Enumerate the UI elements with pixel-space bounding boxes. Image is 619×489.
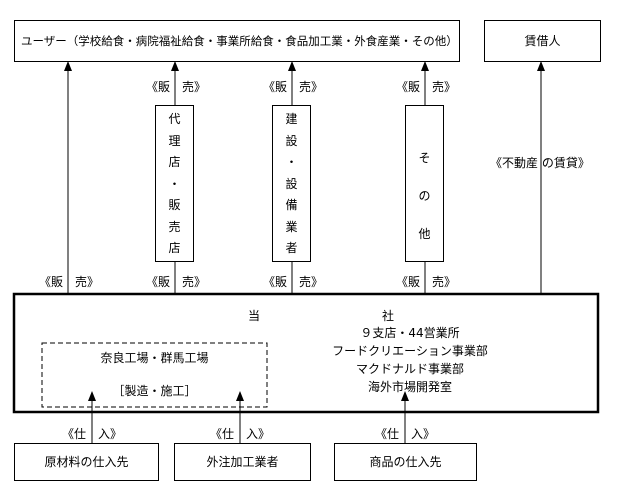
others-box-label: その他 bbox=[418, 151, 431, 241]
mcdonalds-label: マクドナルド事業部 bbox=[355, 362, 464, 376]
lessee-box: 賃借人 bbox=[484, 20, 601, 62]
outsourcing-supplier-box: 外注加工業者 bbox=[174, 443, 311, 481]
sales-label-agents-upper: 《販 売》 bbox=[146, 80, 207, 94]
factories-label: 奈良工場・群馬工場 bbox=[100, 351, 209, 365]
company-title-left: 当 bbox=[248, 309, 261, 323]
sales-label-construction-lower: 《販 売》 bbox=[263, 275, 324, 289]
factory-dashed-box bbox=[41, 342, 268, 408]
arrowheads bbox=[64, 61, 545, 401]
purchase-label-outsourcing: 《仕 入》 bbox=[210, 427, 271, 441]
real-estate-label: 《不動産 の賃貸》 bbox=[490, 156, 590, 170]
sales-label-construction-upper: 《販 売》 bbox=[263, 80, 324, 94]
factories-role-label: ［製造・施工］ bbox=[112, 384, 197, 398]
sales-label-agents-lower: 《販 売》 bbox=[146, 275, 207, 289]
sales-label-direct: 《販 売》 bbox=[39, 275, 100, 289]
users-box: ユーザー（学校給食・病院福祉給食・事業所給食・食品加工業・外食産業・その他） bbox=[14, 20, 460, 62]
company-title-right: 社 bbox=[382, 309, 395, 323]
lessee-box-label: 賃借人 bbox=[524, 34, 561, 48]
sales-label-others-upper: 《販 売》 bbox=[396, 80, 457, 94]
raw-materials-supplier-box: 原材料の仕入先 bbox=[14, 443, 159, 481]
purchase-label-goods: 《仕 入》 bbox=[375, 427, 436, 441]
outsourcing-label: 外注加工業者 bbox=[206, 455, 279, 469]
agents-box-label: 代理店・販売店 bbox=[168, 112, 181, 255]
goods-label: 商品の仕入先 bbox=[369, 455, 442, 469]
food-creation-label: フードクリエーション事業部 bbox=[332, 344, 488, 358]
branches-label: ９支店・44営業所 bbox=[360, 326, 460, 340]
raw-materials-label: 原材料の仕入先 bbox=[44, 455, 129, 469]
goods-supplier-box: 商品の仕入先 bbox=[334, 443, 477, 481]
purchase-label-raw: 《仕 入》 bbox=[62, 427, 123, 441]
company-box-border bbox=[12, 292, 600, 414]
others-box: その他 bbox=[405, 105, 444, 262]
construction-box-label: 建設・設備業者 bbox=[285, 112, 298, 255]
users-box-label: ユーザー（学校給食・病院福祉給食・事業所給食・食品加工業・外食産業・その他） bbox=[21, 34, 458, 48]
overseas-label: 海外市場開発室 bbox=[367, 380, 452, 394]
sales-label-others-lower: 《販 売》 bbox=[396, 275, 457, 289]
construction-box: 建設・設備業者 bbox=[272, 105, 311, 262]
agents-box: 代理店・販売店 bbox=[155, 105, 194, 262]
